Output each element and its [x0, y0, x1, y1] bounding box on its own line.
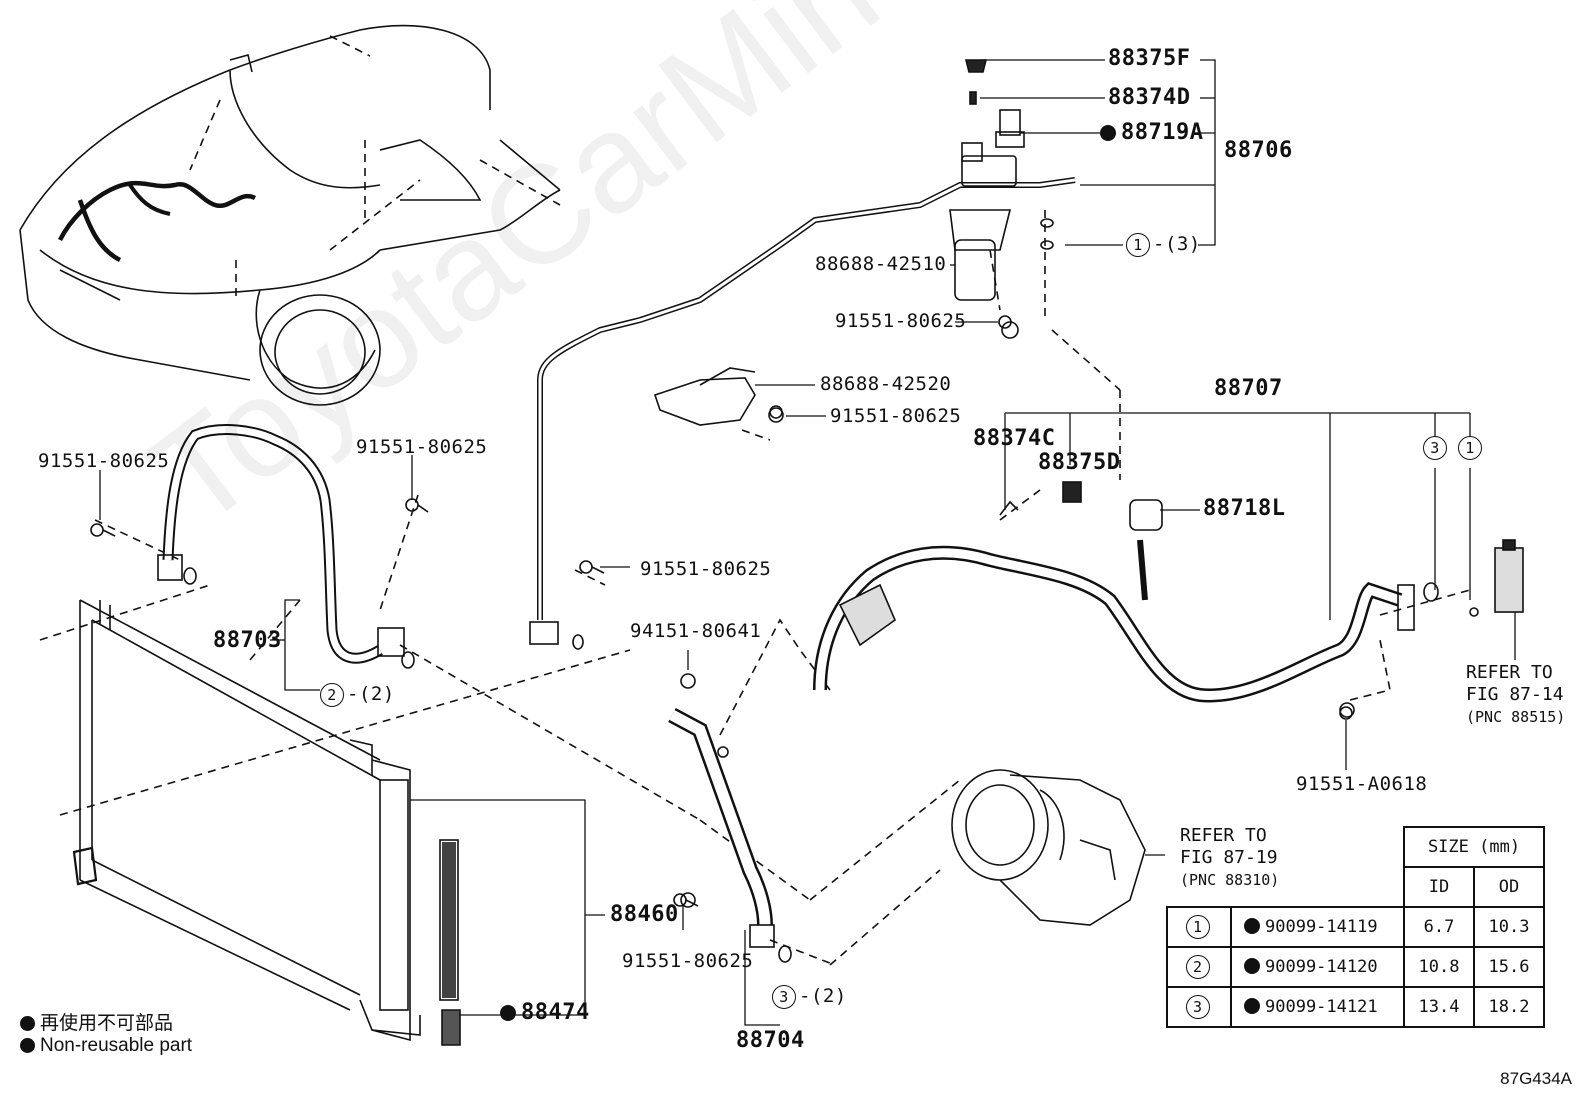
- oring-ref-3-top: 3: [1423, 436, 1450, 460]
- hose-88703-illustration: [157, 424, 415, 669]
- discharge-hose-88704-illustration: [668, 673, 792, 963]
- oring-ref-2-qty: 2-(2): [320, 683, 395, 707]
- part-label-91551-80625-mid[interactable]: 91551-80625: [356, 436, 488, 458]
- ref-1-circle-icon: 1: [1126, 233, 1150, 257]
- part-label-88703[interactable]: 88703: [213, 628, 282, 653]
- part-label-88374C[interactable]: 88374C: [973, 426, 1056, 451]
- leader-lines: [99, 59, 1516, 1026]
- ref-2-circle-icon: 2: [320, 683, 344, 707]
- part-label-88688-42520[interactable]: 88688-42520: [820, 373, 952, 395]
- oring-ref-1-top: 1: [1458, 436, 1485, 460]
- ref-3-circle-icon: 3: [772, 985, 796, 1009]
- legend-dot-icon: [20, 1016, 35, 1031]
- bolt-icons: [90, 315, 1353, 907]
- bracket-88688-42520-illustration: [653, 367, 784, 426]
- size-header: SIZE (mm): [1403, 826, 1545, 868]
- part-label-91551-80625-d[interactable]: 91551-80625: [622, 950, 754, 972]
- bracket-88688-42510-illustration: [949, 209, 1019, 339]
- non-reusable-dot-icon: [500, 1005, 516, 1021]
- part-label-88375D[interactable]: 88375D: [1038, 450, 1121, 475]
- part-label-91551-80625-c[interactable]: 91551-80625: [640, 558, 772, 580]
- part-label-91551-80625-a[interactable]: 91551-80625: [835, 310, 967, 332]
- part-label-88460[interactable]: 88460: [610, 902, 679, 927]
- part-label-91551-80625-b[interactable]: 91551-80625: [830, 405, 962, 427]
- liquid-pipe-illustration: [529, 177, 1076, 650]
- part-label-91551-A0618[interactable]: 91551-A0618: [1296, 773, 1428, 795]
- refer-note-fig-87-14[interactable]: REFER TO FIG 87-14 (PNC 88515): [1466, 662, 1566, 726]
- oring-ref-1-qty: 1-(3): [1126, 233, 1201, 257]
- non-reusable-dot-icon: [1100, 125, 1116, 141]
- legend-dot-icon: [20, 1038, 35, 1053]
- legend-non-reusable-en: Non-reusable part: [20, 1035, 192, 1057]
- dryer-strip: [439, 839, 459, 1001]
- part-label-88719A[interactable]: 88719A: [1100, 122, 1203, 144]
- part-label-88718L[interactable]: 88718L: [1203, 496, 1286, 521]
- size-col-od: OD: [1473, 866, 1545, 908]
- table-row: 2 90099-14120 10.8 15.6: [1166, 946, 1545, 988]
- part-label-88707[interactable]: 88707: [1214, 376, 1283, 401]
- part-label-88688-42510[interactable]: 88688-42510: [815, 253, 947, 275]
- part-label-88374D[interactable]: 88374D: [1108, 85, 1191, 110]
- suction-hose-88707-illustration: [813, 481, 1524, 718]
- size-col-id: ID: [1403, 866, 1475, 908]
- table-row: 3 90099-14121 13.4 18.2: [1166, 986, 1545, 1028]
- oring-ref-3-qty: 3-(2): [772, 985, 847, 1009]
- part-label-88474[interactable]: 88474: [500, 1002, 590, 1024]
- compressor-illustration: [951, 769, 1146, 926]
- condenser-illustration: [72, 599, 421, 1042]
- oring-size-table: SIZE (mm) ID OD 1 90099-14119 6.7 10.3 2…: [1166, 826, 1545, 1028]
- table-row: 1 90099-14119 6.7 10.3: [1166, 906, 1545, 948]
- legend-non-reusable-jp: 再使用不可部品: [20, 1008, 173, 1035]
- figure-id: 87G434A: [1500, 1069, 1572, 1088]
- part-label-91551-80625-left[interactable]: 91551-80625: [38, 450, 170, 472]
- part-label-88706[interactable]: 88706: [1224, 138, 1293, 163]
- pressure-block-illustration: [961, 59, 1054, 250]
- refer-note-fig-87-19[interactable]: REFER TO FIG 87-19 (PNC 88310): [1180, 825, 1280, 889]
- vehicle-outline-illustration: [19, 24, 561, 406]
- part-label-88704[interactable]: 88704: [736, 1028, 805, 1053]
- part-label-94151-80641[interactable]: 94151-80641: [630, 620, 762, 642]
- part-label-88375F[interactable]: 88375F: [1108, 46, 1191, 71]
